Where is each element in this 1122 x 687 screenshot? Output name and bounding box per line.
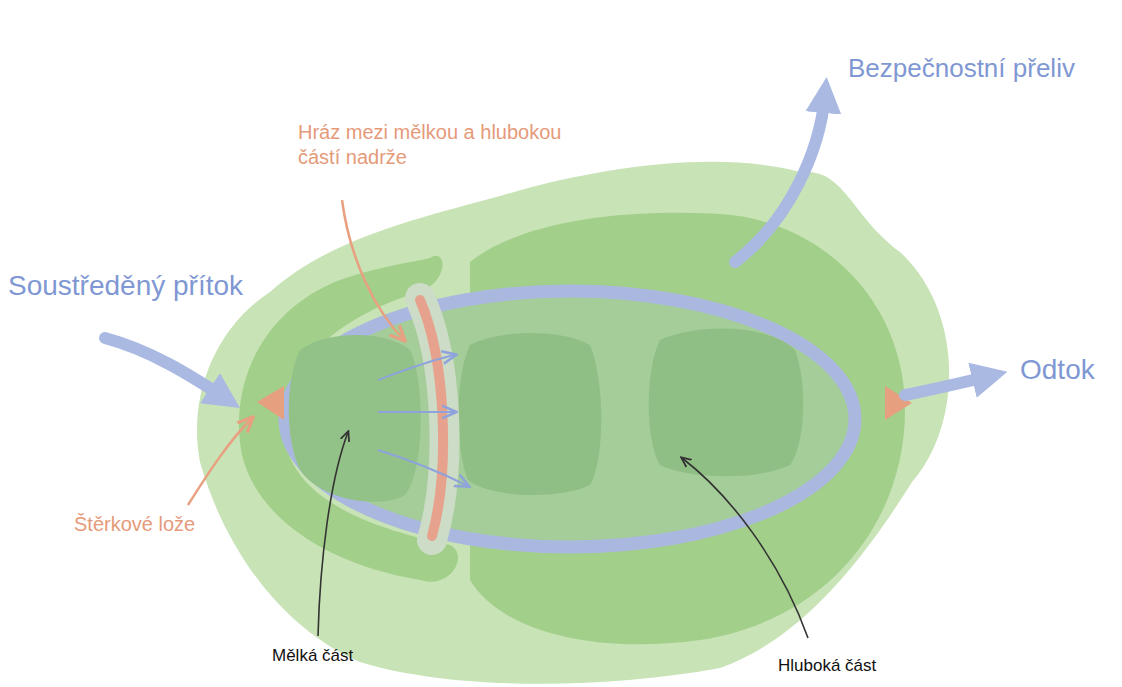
shallow-label: Mělká část <box>272 645 353 666</box>
inflow-arrow <box>105 338 225 398</box>
outflow-label: Odtok <box>1020 352 1095 387</box>
gravel-label: Štěrkové lože <box>74 512 195 537</box>
flow-arrow <box>378 411 455 413</box>
leader-line <box>342 200 404 340</box>
deep-label: Hluboká část <box>778 655 876 676</box>
deep-zone <box>458 333 601 495</box>
dam-core <box>420 300 443 536</box>
outflow-arrow <box>905 376 990 395</box>
dam-label: Hráz mezi mělkou a hlubokou částí nadrže <box>298 120 568 170</box>
leader-line <box>682 458 808 638</box>
outer-ground <box>197 162 949 684</box>
dam-band <box>420 298 445 540</box>
flow-arrow <box>378 355 455 380</box>
deep-zone <box>649 329 803 477</box>
flow-arrow <box>378 450 468 486</box>
leader-line <box>318 432 348 636</box>
shallow-zone <box>289 335 421 502</box>
leader-line <box>188 418 252 505</box>
pond-water <box>285 291 855 547</box>
overflow-label: Bezpečnostní přeliv <box>848 52 1075 85</box>
overflow-arrow <box>735 95 825 262</box>
inflow-label: Soustředěný přítok <box>8 268 243 303</box>
gravel-bed <box>257 386 284 420</box>
